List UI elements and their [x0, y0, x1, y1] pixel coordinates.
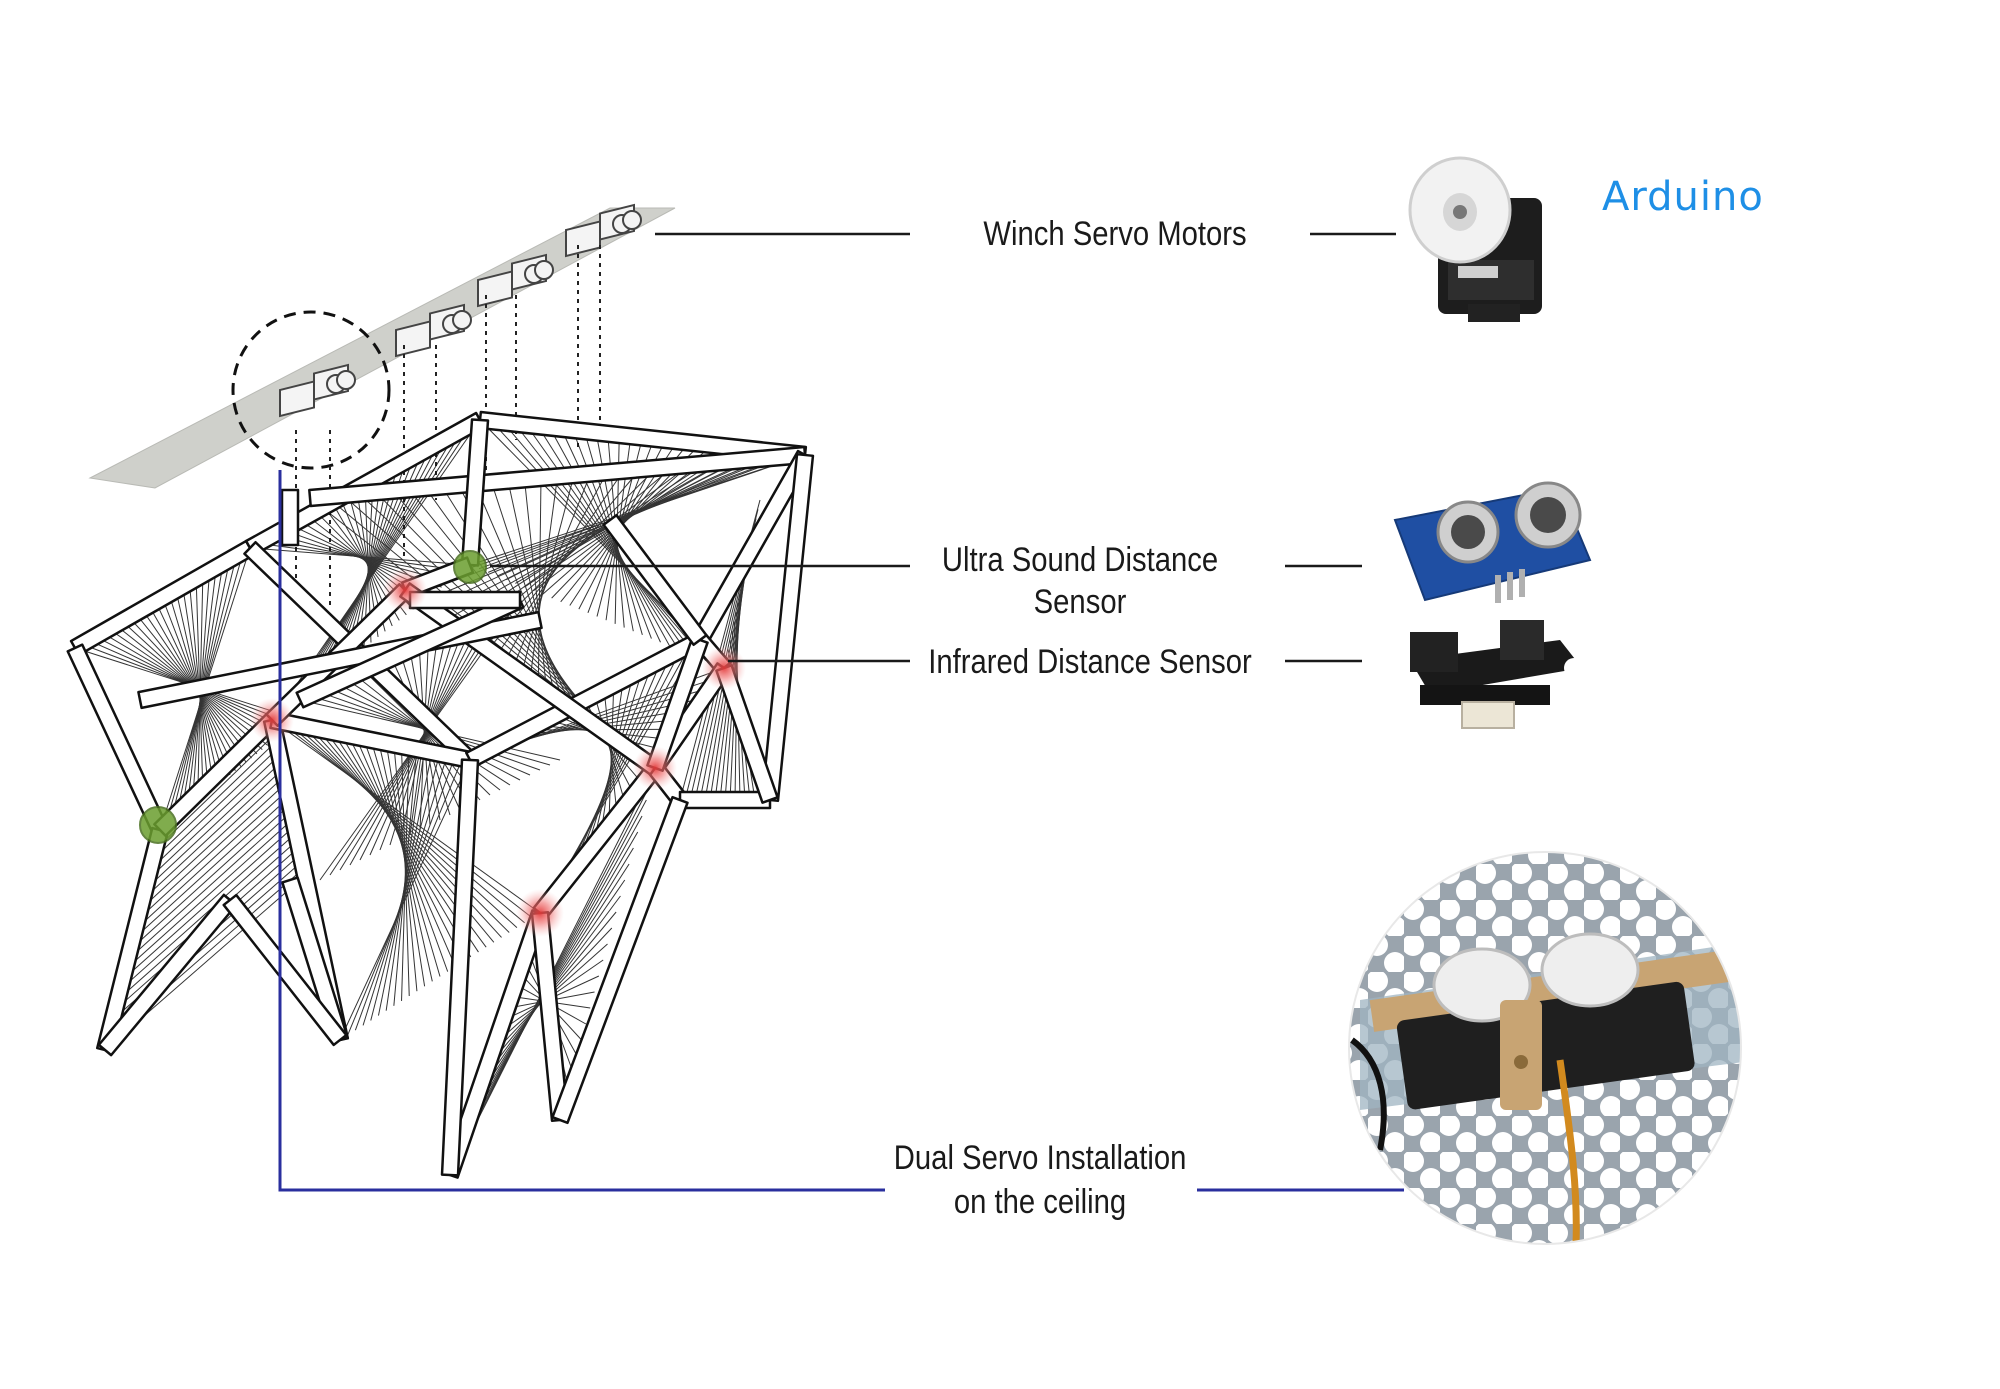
- string-line: [603, 689, 618, 811]
- string-line: [577, 664, 653, 863]
- string-line: [377, 752, 433, 1016]
- string-line: [512, 473, 591, 668]
- string-line: [147, 756, 279, 881]
- string-line: [514, 423, 698, 658]
- string-line: [122, 828, 292, 981]
- truss-beam: [602, 513, 708, 647]
- string-line: [286, 722, 525, 924]
- ultrasonic-sensor-icon: [1393, 481, 1592, 603]
- ultrasound-label-line1: Ultra Sound Distance: [941, 541, 1219, 579]
- string-line: [132, 799, 287, 941]
- truss-beam: [280, 488, 300, 547]
- string-line: [491, 482, 564, 703]
- truss-beam: [460, 418, 490, 567]
- string-line: [129, 806, 288, 951]
- string-line: [340, 733, 472, 958]
- dual-servo-photo: [1348, 851, 1742, 1245]
- string-line: [537, 425, 680, 650]
- string-line: [339, 759, 471, 1041]
- string-line: [139, 777, 283, 911]
- string-line: [608, 684, 615, 822]
- truss-beam: [308, 445, 807, 508]
- truss-beam: [551, 795, 689, 1125]
- string-line: [469, 454, 806, 566]
- string-line: [570, 659, 663, 873]
- string-line: [562, 654, 672, 883]
- highlight-circle: [231, 310, 391, 470]
- truss-beam: [678, 790, 772, 810]
- string-line: [134, 792, 286, 931]
- string-line: [502, 422, 707, 661]
- string-line: [144, 763, 280, 891]
- truss-beam: [222, 893, 348, 1047]
- winch-servo-label: Winch Servo Motors: [983, 215, 1247, 253]
- truss-beam: [760, 452, 815, 803]
- string-line: [354, 756, 456, 1031]
- string-line: [302, 725, 510, 933]
- string-line: [279, 721, 533, 919]
- servo-motor-icon: [1408, 156, 1542, 322]
- string-line: [487, 452, 782, 573]
- string-line: [507, 480, 556, 697]
- string-line: [593, 674, 634, 842]
- string-line: [142, 770, 282, 901]
- string-line: [127, 814, 289, 961]
- string-line: [119, 835, 293, 991]
- truss-frame: [66, 410, 815, 1179]
- string-line: [362, 755, 448, 1026]
- infrared-label: Infrared Distance Sensor: [928, 643, 1252, 681]
- string-line: [524, 479, 548, 691]
- string-line: [529, 476, 558, 680]
- leader-lines: [490, 232, 1396, 663]
- string-line: [152, 741, 277, 861]
- string-line: [294, 724, 518, 929]
- arduino-label: Arduino: [1602, 174, 1764, 220]
- sensor-markers: [139, 550, 746, 937]
- string-line: [497, 450, 771, 577]
- string-line: [521, 474, 575, 674]
- string-line: [526, 424, 689, 654]
- truss-beam: [97, 893, 238, 1057]
- blue-leader: [278, 470, 1404, 1192]
- dual-servo-label-line2: on the ceiling: [953, 1183, 1127, 1221]
- string-line: [585, 669, 643, 852]
- ultrasound-label-line2: Sensor: [1033, 583, 1127, 621]
- infrared-sensor-icon: [1410, 620, 1584, 729]
- string-line: [600, 679, 624, 832]
- dual-servo-label-line1: Dual Servo Installation: [893, 1139, 1187, 1177]
- string-line: [271, 719, 541, 914]
- string-line: [385, 750, 425, 1011]
- string-line: [137, 785, 284, 921]
- string-line: [474, 483, 573, 709]
- ceiling-servos: [279, 203, 642, 418]
- string-line: [149, 748, 278, 871]
- string-line: [124, 821, 291, 971]
- string-line: [478, 453, 794, 570]
- string-line: [347, 758, 463, 1036]
- truss-beam: [440, 758, 480, 1177]
- string-line: [594, 694, 625, 801]
- truss-beam: [477, 410, 808, 465]
- string-line: [537, 477, 542, 685]
- string-line: [549, 427, 671, 647]
- string-line: [429, 458, 756, 609]
